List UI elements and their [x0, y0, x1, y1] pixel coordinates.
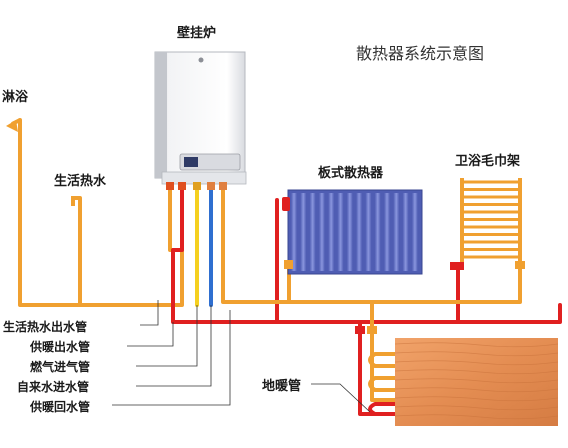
- wood-grain-line: [394, 351, 559, 357]
- domestic-hot-water-pipe: [18, 118, 184, 307]
- towel-rack-valve-icon: [450, 262, 464, 270]
- wood-grain-line: [394, 396, 559, 402]
- leader-floor: [311, 383, 371, 413]
- floor-heating-return-pipe: [370, 300, 397, 402]
- legend-item-hot-water-outlet: 生活热水出水管: [3, 320, 88, 334]
- radiator-fin: [346, 193, 353, 271]
- fitting-5: [219, 182, 227, 190]
- radiator-fin: [402, 193, 409, 271]
- floor-heating-label: 地暖管: [262, 379, 302, 394]
- diagram-title: 散热器系统示意图: [356, 44, 485, 63]
- fitting-2: [178, 182, 186, 190]
- radiator-fin: [300, 193, 307, 271]
- wood-grain-line: [394, 387, 559, 393]
- leader-3: [136, 305, 198, 367]
- towel-rack-outlet-icon: [515, 261, 525, 269]
- hot-water-tap-label: 生活热水: [54, 174, 107, 189]
- shower-label: 淋浴: [2, 90, 29, 105]
- pipes: [18, 118, 562, 416]
- floor-supply-valve-icon: [355, 326, 365, 334]
- tap-icon: [71, 196, 80, 206]
- radiator-fin: [365, 193, 372, 271]
- legend-item-cold-water-inlet: 自来水进水管: [17, 380, 90, 394]
- boiler-display-icon: [184, 157, 198, 167]
- radiator-valve-icon: [282, 197, 290, 211]
- radiator-body: [287, 189, 423, 275]
- leader-1: [140, 300, 159, 326]
- fitting-4: [207, 182, 215, 190]
- wood-grain-line: [394, 378, 559, 384]
- wood-grain: [394, 342, 559, 420]
- towel-rack: [450, 178, 525, 270]
- shower-head-icon: [6, 118, 21, 132]
- fitting-3: [193, 182, 201, 190]
- floor-coil-b: [368, 352, 397, 392]
- wood-grain-line: [394, 414, 559, 420]
- boiler-fittings: [166, 182, 227, 190]
- wood-grain-line: [394, 369, 559, 375]
- wood-grain-line: [394, 405, 559, 411]
- radiator-fin: [374, 193, 381, 271]
- radiator-fin: [291, 193, 297, 271]
- radiator-fin: [384, 193, 390, 271]
- floor-heating: [355, 326, 559, 426]
- floor-return-valve-icon: [367, 326, 377, 334]
- boiler-side: [155, 52, 167, 178]
- radiator-fin: [328, 193, 335, 271]
- boiler-label: 壁挂炉: [177, 26, 217, 41]
- legend-item-heating-supply: 供暖出水管: [30, 340, 91, 354]
- towel-bars: [462, 180, 520, 259]
- leader-2: [127, 322, 174, 347]
- wood-grain-line: [394, 342, 559, 348]
- legend-leaders: [112, 300, 371, 413]
- radiator-fin: [318, 193, 325, 271]
- towel-rack-label: 卫浴毛巾架: [455, 154, 521, 169]
- legend-item-heating-return: 供暖回水管: [30, 400, 91, 414]
- fitting-1: [166, 182, 174, 190]
- heating-supply-pipe: [171, 184, 562, 324]
- radiator-fin: [393, 193, 400, 271]
- boiler-bottom: [161, 171, 247, 185]
- wood-grain-line: [394, 360, 559, 366]
- boiler-vent-icon: [198, 57, 204, 63]
- wood-floor: [395, 338, 558, 426]
- radiator-fins: [291, 193, 418, 271]
- radiator-lockshield-icon: [284, 260, 293, 269]
- panel-radiator: [282, 189, 423, 275]
- leader-5: [112, 310, 231, 406]
- floor-coil-a: [368, 402, 397, 416]
- radiator-fin: [356, 193, 363, 271]
- legend-item-gas-inlet: 燃气进气管: [30, 360, 91, 374]
- radiator-fin: [337, 193, 344, 271]
- panel-radiator-label: 板式散热器: [318, 166, 384, 181]
- leader-4: [136, 305, 212, 387]
- boiler: [154, 51, 247, 185]
- radiator-fin: [309, 193, 316, 271]
- radiator-fin: [411, 193, 418, 271]
